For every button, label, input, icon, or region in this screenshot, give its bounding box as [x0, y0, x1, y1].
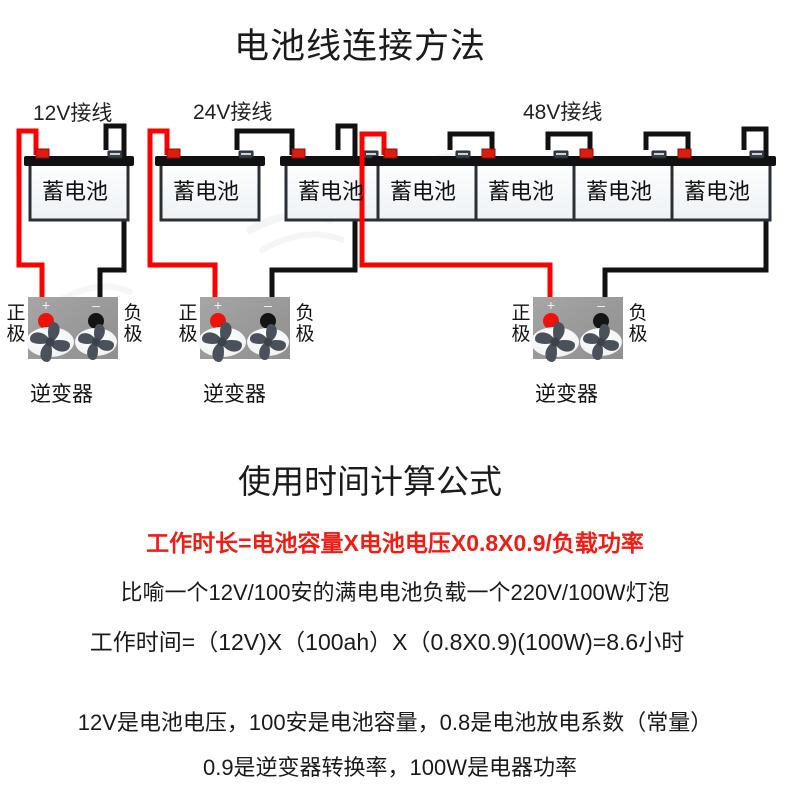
wire-positive-12v: [16, 128, 45, 303]
battery-label-48v-1: 蓄电池: [390, 179, 457, 204]
negative-label-12v: 负极: [123, 303, 143, 345]
positive-label-48v: 正极: [511, 303, 531, 345]
group-48v: [359, 126, 778, 362]
negative-label-48v: 负极: [628, 303, 648, 345]
wire-positive-48v: [359, 131, 553, 303]
positive-label-24v: 正极: [178, 303, 198, 345]
inverter-label-24v: 逆变器: [203, 383, 266, 406]
inverter-24v: [198, 297, 290, 362]
page-title-text: 电池线连接方法: [233, 27, 486, 66]
section-title-24v: 24V接线: [193, 101, 273, 124]
wire-series-48v-2: [545, 131, 593, 155]
formula-note-1: 12V是电池电压，100安是电池容量，0.8是电池放电系数（常量）: [77, 710, 713, 735]
section-title-12v: 12V接线: [33, 102, 113, 125]
battery-label-48v-2: 蓄电池: [488, 179, 555, 204]
battery-label-24v-1: 蓄电池: [173, 179, 240, 204]
formula-note-2-text: 0.9是逆变器转换率，100W是电器功率: [202, 755, 578, 780]
formula-calculation-text: 工作时间=（12V)X（100ah）X（0.8X0.9)(100W)=8.6小时: [89, 629, 685, 655]
battery-label-12v-1: 蓄电池: [42, 179, 109, 204]
formula-calculation: 工作时间=（12V)X（100ah）X（0.8X0.9)(100W)=8.6小时: [0, 623, 790, 657]
wire-series-48v-3: [643, 131, 691, 155]
formula-note-2: 0.9是逆变器转换率，100W是电器功率: [0, 750, 790, 782]
group-24v: [147, 123, 392, 362]
positive-label-12v: 正极: [6, 303, 26, 345]
section-title-48v: 48V接线: [523, 101, 603, 124]
formula-example: 比喻一个12V/100安的满电电池负载一个220V/100W灯泡: [120, 580, 670, 605]
battery-label-48v-3: 蓄电池: [586, 179, 653, 204]
group-12v: [16, 123, 136, 362]
inverter-12v: [26, 297, 118, 362]
formula-heading: 使用时间计算公式: [0, 455, 790, 503]
formula-main: 工作时长=电池容量X电池电压X0.8X0.9/负载功率: [146, 530, 644, 556]
battery-label-48v-4: 蓄电池: [684, 179, 751, 204]
negative-label-24v: 负极: [295, 303, 315, 345]
wiring-diagram: + –: [16, 123, 778, 362]
wire-series-24v-1: [234, 128, 295, 155]
inverter-label-12v: 逆变器: [30, 383, 93, 406]
battery-label-24v-2: 蓄电池: [298, 179, 365, 204]
inverter-48v: [531, 297, 623, 362]
inverter-label-48v: 逆变器: [535, 383, 598, 406]
page-title: 电池线连接方法: [0, 18, 790, 69]
wire-positive-24v: [147, 128, 218, 303]
formula-heading-text: 使用时间计算公式: [238, 463, 502, 500]
wire-series-48v-1: [447, 131, 495, 155]
